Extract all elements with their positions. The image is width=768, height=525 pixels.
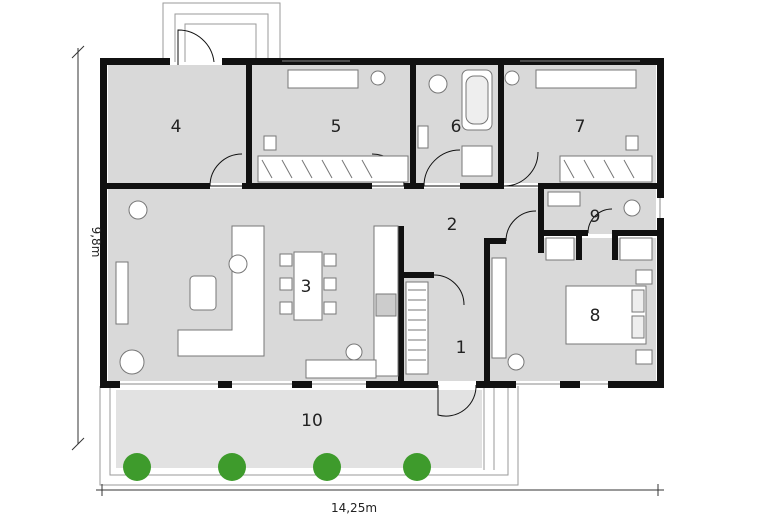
chair-icon [370, 70, 386, 86]
windows [120, 60, 661, 385]
toilet-icon [428, 74, 448, 94]
bed-icon [287, 69, 359, 89]
dimension-width: 14,25m [331, 501, 377, 515]
room-label-8: 8 [590, 306, 601, 326]
door-room-6 [423, 149, 461, 187]
room-label-1: 1 [456, 338, 467, 358]
room-10-terrace-floor [116, 390, 482, 468]
room-label-5: 5 [331, 117, 342, 137]
door-room-7 [503, 151, 539, 187]
tv-icon [115, 261, 129, 325]
dimension-lines [71, 45, 664, 496]
door-swings [177, 29, 613, 417]
fireplace-icon [119, 349, 145, 375]
furniture [115, 69, 653, 379]
plant-icon [313, 453, 341, 481]
room-label-9: 9 [590, 207, 601, 227]
plants [123, 453, 431, 481]
room-4-floor [108, 65, 246, 183]
door-entrance-top [177, 29, 215, 65]
door-terrace [437, 384, 477, 417]
door-room-4 [209, 153, 243, 187]
door-room-8 [505, 210, 537, 242]
dining-table-icon [293, 251, 323, 321]
room-label-3: 3 [301, 277, 312, 297]
dimension-depth: 9,8m [89, 227, 103, 258]
room-label-6: 6 [451, 117, 462, 137]
door-room-1 [433, 274, 465, 306]
entrance-stairs-top [162, 2, 281, 62]
room-label-7: 7 [575, 117, 586, 137]
plant-icon [218, 453, 246, 481]
terrace-outline [99, 386, 519, 486]
room-labels: 4 5 6 7 2 9 3 8 1 10 [171, 117, 601, 431]
plant-icon [123, 453, 151, 481]
door-room-9 [587, 208, 613, 234]
room-label-4: 4 [171, 117, 182, 137]
plant-icon [403, 453, 431, 481]
room-label-10: 10 [301, 411, 323, 431]
stove-icon [375, 293, 397, 317]
room-label-2: 2 [447, 215, 458, 235]
